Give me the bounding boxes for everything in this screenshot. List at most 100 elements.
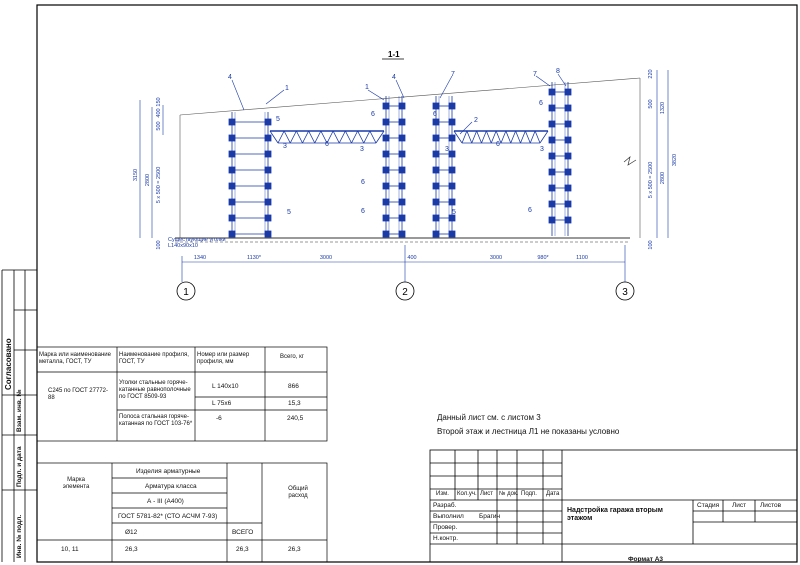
rebar-row-value: 26,3 [125, 546, 138, 553]
callout-7: 7 [533, 71, 537, 78]
steel-table-grid [36, 346, 328, 442]
rebar-class-header: Арматура класса [145, 483, 197, 490]
dim-text: 5 x 500 = 2500 [648, 162, 654, 199]
callout-8: 8 [556, 68, 560, 75]
axis-bubble-3 [615, 281, 635, 301]
axis-bubble-1 [176, 281, 196, 301]
axis-label: 1 [183, 287, 189, 298]
truss [453, 130, 549, 144]
stamp-sign-date: Подп. и дата [16, 446, 23, 487]
rebar-diameter: Ø12 [125, 529, 138, 536]
callout-leaders [231, 73, 567, 135]
callout-3: 3 [540, 146, 544, 153]
tb-col-header: № док. [499, 491, 519, 497]
dim-text: 100 [648, 240, 654, 249]
dim-text: 2800 [660, 172, 666, 184]
steel-header-material: Марка или наименование металла, ГОСТ, ТУ [39, 352, 111, 366]
callout-4: 4 [392, 74, 396, 81]
truss [269, 130, 385, 144]
rebar-row-overall: 26,3 [288, 546, 301, 553]
dim-text: 400 [407, 255, 416, 261]
steel-row-size: L 140x10 [212, 383, 239, 390]
stamp-inv-original: Инв. № подл. [16, 514, 23, 558]
rebar-class-value: А - III (А400) [147, 498, 184, 505]
callout-6: 6 [361, 179, 365, 186]
dimension-lines [139, 70, 669, 282]
column-frame [548, 82, 572, 236]
tb-role: Провер. [433, 524, 458, 531]
callout-1: 1 [365, 84, 369, 91]
tb-role: Выполнил [433, 513, 464, 520]
rebar-gost: ГОСТ 5781-82* (СТО АСЧМ 7-93) [118, 513, 218, 520]
axis-label: 3 [622, 287, 628, 298]
callout-3: 3 [283, 143, 287, 150]
axis-markers [176, 281, 635, 301]
tb-format: Формат А3 [628, 556, 664, 563]
dim-text: 150 [156, 97, 162, 106]
steel-row-total: 15,3 [288, 400, 301, 407]
left-dimensions: 3150 2800 5 x 500 = 2500 100 500 400 150 [133, 97, 162, 249]
section-drawing [175, 77, 641, 243]
steel-header-total: Всего, кг [280, 354, 304, 360]
steel-material: С245 по ГОСТ 27772-88 [48, 388, 108, 402]
tb-title: Надстройка гаража вторым этажом [567, 507, 663, 523]
dim-text: 1130* [247, 255, 262, 261]
callout-3: 3 [360, 146, 364, 153]
rebar-table-grid [36, 462, 328, 563]
axis-label: 2 [402, 287, 408, 298]
steel-trusses [269, 130, 549, 144]
tb-col-header: Кол.уч. [457, 491, 477, 497]
steel-row-profile: Полоса стальная горяче-катанная по ГОСТ … [119, 414, 193, 428]
steel-row-size: L 75x6 [212, 400, 232, 407]
rebar-overall-header: Общий расход [288, 486, 308, 500]
dim-text: 3000 [320, 255, 332, 261]
note-line: Данный лист см. с листом 3 [437, 413, 541, 422]
steel-header-profile: Наименование профиля, ГОСТ, ТУ [119, 352, 189, 366]
tb-col-header: Подп. [521, 491, 537, 497]
steel-row-size: -6 [216, 415, 222, 422]
rebar-row-total: 26,3 [236, 546, 249, 553]
dim-text: 100 [156, 240, 162, 249]
dim-text: 3000 [490, 255, 502, 261]
column-frame [382, 96, 406, 238]
callout-4: 4 [228, 74, 232, 81]
callout-1: 1 [285, 85, 289, 92]
tb-col-header: Дата [546, 491, 560, 497]
tb-executor: Брагин [479, 513, 501, 520]
existing-note-line: L140x90x10 [168, 243, 198, 249]
axis-bubble-2 [395, 281, 415, 301]
callout-6: 6 [496, 141, 500, 148]
callout-6: 6 [433, 111, 437, 118]
rebar-mark-header: Марка элемента [62, 477, 90, 491]
dim-text: 500 [156, 121, 162, 130]
note-line: Второй этаж и лестница Л1 не показаны ус… [437, 427, 620, 436]
steel-row-total: 866 [288, 383, 299, 390]
tb-col-header: Изм. [436, 491, 449, 497]
dim-text: 1320 [660, 102, 666, 114]
sheet-frame [36, 4, 798, 563]
callout-6: 6 [361, 208, 365, 215]
dim-text: 500 [648, 99, 654, 108]
section-label: 1-1 [388, 50, 400, 59]
callout-5: 5 [276, 116, 280, 123]
dim-text: 1100 [576, 255, 588, 261]
steel-row-profile: Уголки стальные горяче-катанные равнопол… [119, 380, 191, 401]
existing-angles-note: Существующие уголки L140x90x10 [168, 237, 226, 249]
tb-stage-header: Стадия [697, 502, 720, 509]
dim-text: 1340 [194, 255, 206, 261]
callout-6: 6 [371, 111, 375, 118]
existing-note-line: Существующие уголки [168, 237, 226, 243]
callout-3: 3 [445, 146, 449, 153]
steel-row-total: 240,5 [287, 415, 304, 422]
axis-labels: 1 2 3 [183, 287, 628, 298]
tb-role: Н.контр. [433, 535, 459, 542]
steel-header-size: Номер или размер профиля, мм [197, 352, 250, 366]
dim-text: 980* [537, 255, 549, 261]
tb-role: Разраб. [433, 502, 457, 509]
column-frame [228, 112, 272, 238]
bottom-dimensions: 1340 1130* 3000 400 3000 980* 1100 [194, 255, 588, 261]
dim-text: 220 [648, 69, 654, 78]
rebar-total-header: ВСЕГО [232, 529, 254, 536]
dim-text: 5 x 500 = 2500 [156, 167, 162, 204]
